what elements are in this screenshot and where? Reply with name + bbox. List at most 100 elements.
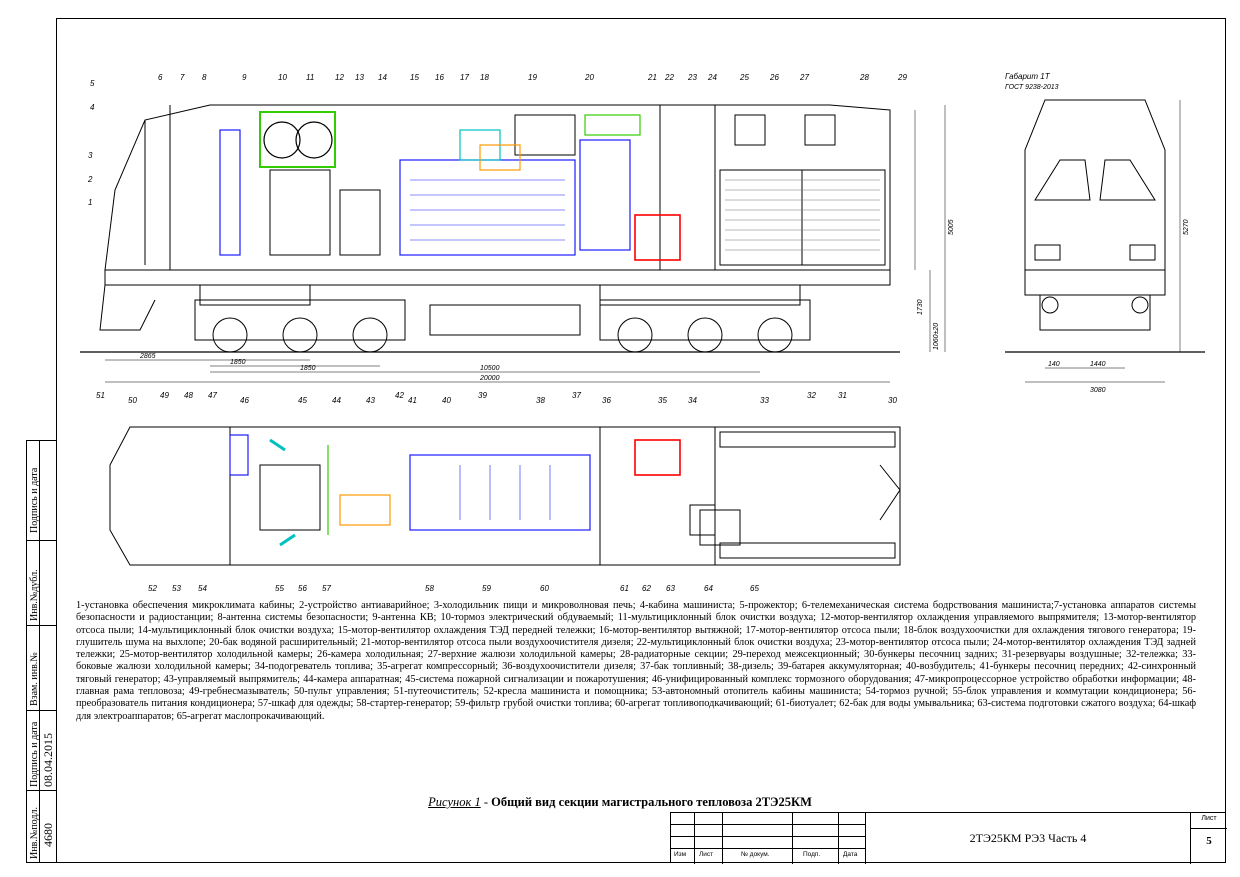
grid-row (671, 837, 866, 849)
grid-col (695, 813, 723, 864)
stamp-sign-date-2-value: 08.04.2015 (41, 733, 55, 787)
callout: 16 (435, 73, 444, 82)
grid-col (839, 813, 866, 864)
locomotive-plan-view: 50 46 45 44 43 41 40 38 36 35 34 33 30 5… (109, 396, 901, 593)
callout: 18 (480, 73, 489, 82)
figure-title: Общий вид секции магистрального тепловоз… (491, 795, 812, 809)
drawing-frame (56, 18, 1226, 863)
plan-view-bottom-numbers: 52 53 54 55 56 57 58 59 60 61 62 63 64 6… (148, 584, 759, 593)
callout: 38 (536, 396, 545, 405)
dim-1730: 1730 (917, 299, 924, 315)
stamp-sign-date-label: Подпись и дата (29, 467, 40, 533)
callout: 32 (807, 391, 816, 400)
callout: 50 (128, 396, 137, 405)
stamp-sign-date: Подпись и дата (27, 441, 57, 541)
dim-2865: 2865 (139, 353, 156, 360)
dim-140: 140 (1048, 361, 1060, 368)
callout: 52 (148, 584, 157, 593)
callout: 40 (442, 396, 451, 405)
callout: 58 (425, 584, 434, 593)
stamp-inv-dup: Инв.№дубл. (27, 541, 57, 626)
callout: 5 (90, 79, 95, 88)
callout: 46 (240, 396, 249, 405)
grid-col (723, 813, 793, 864)
callout: 20 (584, 73, 594, 82)
callout: 30 (888, 396, 897, 405)
callout: 62 (642, 584, 651, 593)
callout: 49 (160, 391, 169, 400)
callout: 54 (198, 584, 207, 593)
revision-grid: Изм Лист № докум. Подп. Дата (671, 813, 866, 864)
callout: 34 (688, 396, 697, 405)
side-view-bottom-numbers: 51 49 48 47 42 39 37 32 31 (96, 391, 847, 400)
grid-col (671, 813, 695, 864)
dim-1060: 1060±20 (933, 323, 940, 350)
callout: 55 (275, 584, 284, 593)
callout: 35 (658, 396, 667, 405)
stamp-sign-date-2: Подпись и дата 08.04.2015 (27, 711, 57, 791)
dim-5005: 5005 (948, 219, 955, 235)
dim-5270: 5270 (1183, 219, 1190, 235)
callout: 59 (482, 584, 491, 593)
dim-20000: 20000 (479, 375, 500, 382)
dim-1850-a: 1850 (230, 359, 246, 366)
callout: 1 (88, 198, 92, 207)
locomotive-side-view: 2865 1850 1850 10500 20000 1730 1060±20 … (80, 73, 955, 400)
stamp-divider (39, 441, 40, 862)
figure-label: Рисунок 1 (428, 795, 481, 809)
callout: 31 (838, 391, 847, 400)
stamp-vzam: Взам. инв.№ (27, 626, 57, 711)
callout: 7 (180, 73, 185, 82)
callout: 44 (332, 396, 341, 405)
stamp-inv-dup-label: Инв.№дубл. (29, 569, 40, 621)
stamp-inv-orig-value: 4680 (41, 823, 55, 847)
hdr-date: Дата (843, 851, 858, 858)
callout: 48 (184, 391, 193, 400)
side-view-top-numbers: 5 6 7 8 9 10 11 12 13 14 15 16 17 18 19 … (87, 73, 907, 207)
callout: 41 (408, 396, 417, 405)
caption-dash: - (480, 795, 492, 809)
figure-caption: Рисунок 1 - Общий вид секции магистральн… (0, 795, 1240, 810)
grid-col (793, 813, 839, 864)
stamp-vzam-label: Взам. инв.№ (29, 652, 40, 706)
locomotive-end-view: Габарит 1Т ГОСТ 9238-2013 5270 140 1440 … (1005, 72, 1205, 394)
callout: 19 (528, 73, 537, 82)
callout: 25 (739, 73, 749, 82)
dim-1440: 1440 (1090, 361, 1106, 368)
callout: 57 (322, 584, 331, 593)
grid-row (671, 813, 866, 825)
callout: 43 (366, 396, 375, 405)
callout: 22 (664, 73, 674, 82)
callout: 36 (602, 396, 611, 405)
callout: 42 (395, 391, 404, 400)
sheet-number: 5 (1206, 835, 1212, 847)
sheet-box: Лист 5 (1191, 813, 1227, 864)
callout: 15 (410, 73, 419, 82)
callout: 24 (707, 73, 717, 82)
callout: 33 (760, 396, 769, 405)
dim-10500: 10500 (480, 365, 500, 372)
callout: 27 (799, 73, 809, 82)
callout: 47 (208, 391, 217, 400)
callout: 53 (172, 584, 181, 593)
callout: 21 (647, 73, 657, 82)
callout: 60 (540, 584, 549, 593)
hdr-sign: Подп. (803, 851, 821, 858)
callout: 64 (704, 584, 713, 593)
callout: 65 (750, 584, 759, 593)
callout: 10 (278, 73, 287, 82)
callout: 8 (202, 73, 207, 82)
document-designation: 2ТЭ25КМ РЭ3 Часть 4 (866, 813, 1191, 864)
callout: 61 (620, 584, 629, 593)
callout: 13 (355, 73, 364, 82)
gabarit-title: Габарит 1Т (1005, 72, 1051, 81)
callout: 2 (87, 175, 93, 184)
callout: 29 (897, 73, 907, 82)
callout: 51 (96, 391, 105, 400)
stamp-sign-date-2-label: Подпись и дата (29, 721, 40, 787)
vertical-stamp: Подпись и дата Инв.№дубл. Взам. инв.№ По… (26, 440, 57, 863)
callout: 12 (335, 73, 344, 82)
callout: 4 (90, 103, 95, 112)
dim-3080: 3080 (1090, 387, 1106, 394)
hdr-doc: № докум. (741, 851, 770, 858)
